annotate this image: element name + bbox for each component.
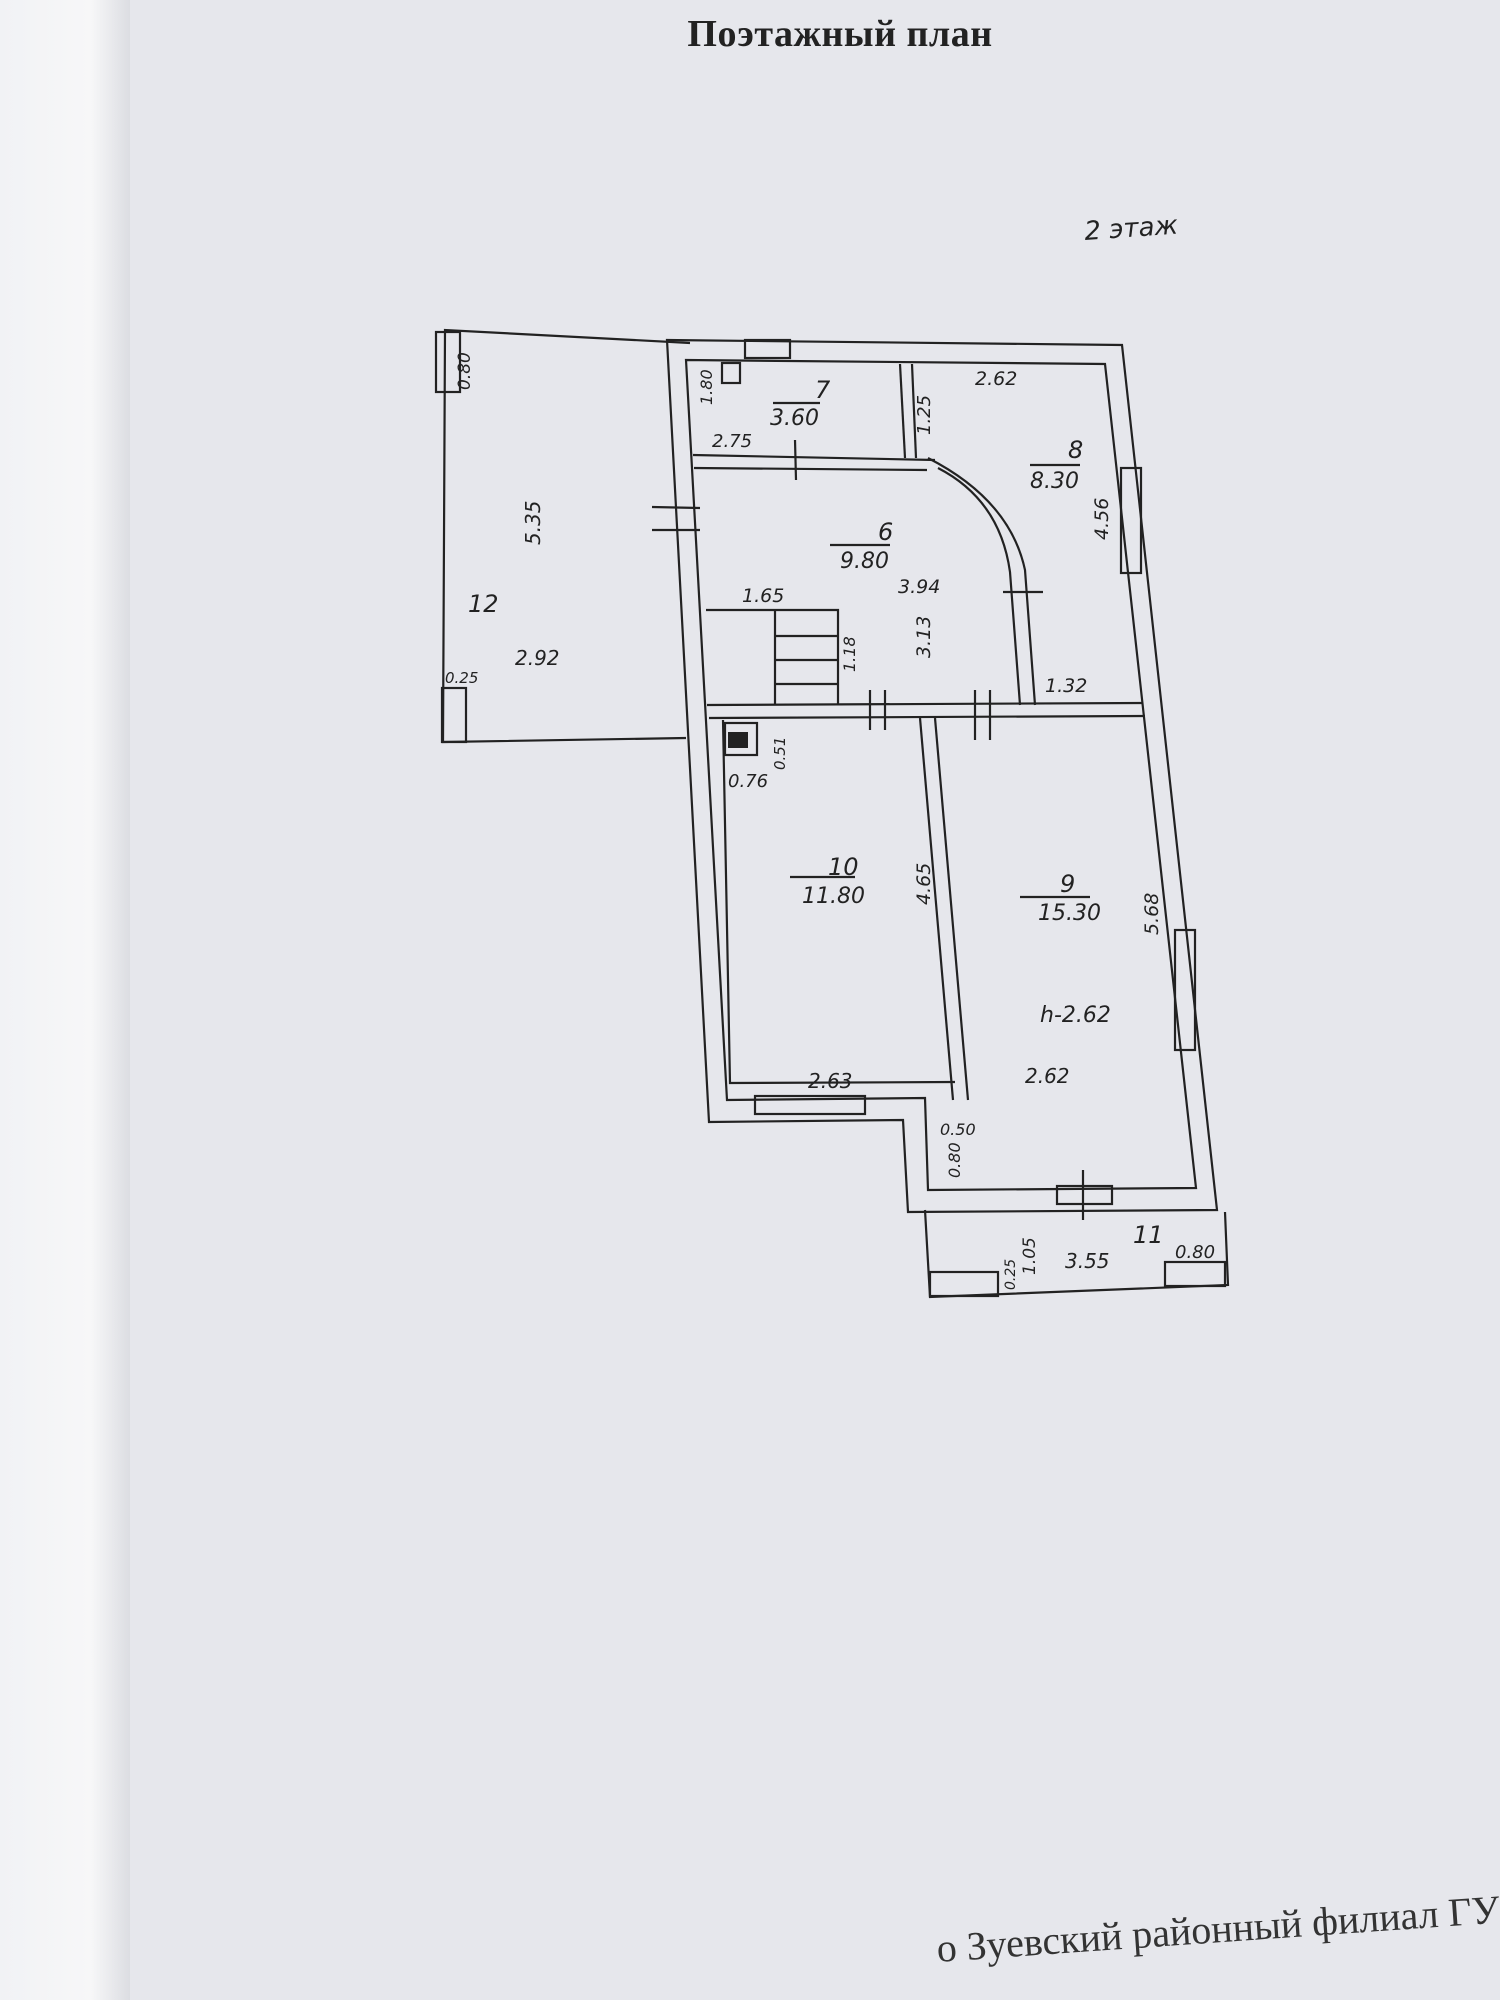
balcony-post	[434, 330, 462, 394]
room-9-area: 15.30	[1038, 901, 1101, 926]
dimension-label: 0.25	[445, 669, 478, 687]
dimension-label: 0.51	[771, 737, 789, 770]
room-6-area: 9.80	[840, 549, 889, 574]
balcony-post	[1163, 1260, 1227, 1288]
room-7-number: 7	[815, 376, 831, 404]
room-9-height: h-2.62	[1040, 1003, 1111, 1028]
window	[753, 1094, 867, 1116]
window	[743, 338, 792, 360]
dimension-label: 0.80	[455, 352, 475, 390]
dimension-label: 1.32	[1045, 675, 1087, 697]
chimney-symbol	[720, 361, 742, 385]
dimension-label: 0.80	[1175, 1242, 1215, 1263]
dimension-label: 2.63	[808, 1069, 853, 1093]
room-10-outline	[721, 719, 956, 1085]
dimension-label: 0.76	[728, 771, 768, 792]
chimney-symbol	[723, 721, 759, 757]
stairs	[706, 608, 840, 705]
dimension-label: 1.65	[742, 585, 784, 607]
room-7-area: 3.60	[770, 406, 819, 431]
dimension-label: 2.62	[975, 368, 1017, 390]
door-mark	[793, 439, 798, 481]
dimension-label: 2.62	[1025, 1064, 1070, 1088]
room-12-outline	[441, 328, 691, 744]
dimension-label: 3.94	[898, 576, 940, 598]
dimension-label: 5.35	[521, 500, 545, 545]
room-8-area: 8.30	[1030, 469, 1079, 494]
room-6-number: 6	[878, 518, 893, 546]
room-12-number: 12	[468, 590, 499, 618]
dimension-label: 4.65	[913, 863, 935, 905]
partition-wall	[706, 701, 1144, 707]
dimension-label: 0.80	[945, 1142, 964, 1178]
dimension-label: 1.80	[697, 369, 716, 405]
dimension-label: 2.75	[712, 431, 752, 452]
dimension-label: 1.25	[914, 395, 935, 435]
partition-wall	[933, 717, 970, 1101]
partition-wall	[898, 363, 907, 459]
dimension-label: 5.68	[1141, 893, 1163, 935]
room-11-number: 11	[1133, 1221, 1164, 1249]
room-10-number: 10	[828, 853, 859, 881]
room-9-number: 9	[1060, 870, 1075, 898]
room-8-number: 8	[1068, 436, 1083, 464]
window	[1119, 466, 1143, 575]
dimension-label: 3.13	[913, 616, 935, 658]
dimension-label: 3.55	[1065, 1249, 1110, 1273]
curved-wall	[937, 467, 1022, 706]
floor-label: 2 этаж	[1083, 210, 1179, 246]
room-11-outline	[923, 1209, 1230, 1299]
inner-wall	[684, 358, 1198, 1192]
dimension-label: 4.56	[1091, 498, 1113, 540]
chimney-symbol-fill	[728, 732, 748, 748]
partition-wall	[692, 453, 936, 462]
partition-wall	[693, 466, 928, 472]
dimension-label: 2.92	[515, 646, 560, 670]
window	[1055, 1184, 1114, 1206]
dimension-label: 1.18	[840, 636, 859, 672]
document-page	[130, 0, 1500, 2000]
page-title: Поэтажный план	[687, 13, 993, 55]
room-10-area: 11.80	[802, 884, 865, 909]
balcony-post	[440, 686, 468, 744]
curved-wall	[927, 457, 1037, 706]
partition-wall	[910, 363, 918, 459]
partition-wall	[708, 714, 1146, 720]
dimension-label: 1.05	[1020, 1237, 1040, 1275]
dimension-label: 0.25	[1003, 1259, 1019, 1290]
balcony-post	[928, 1270, 1000, 1298]
dimension-label: 0.50	[940, 1120, 976, 1139]
partition-wall	[918, 717, 955, 1101]
outer-wall	[665, 338, 1219, 1214]
window	[1173, 928, 1197, 1052]
binding-edge	[0, 0, 130, 2000]
door-mark	[651, 505, 701, 510]
